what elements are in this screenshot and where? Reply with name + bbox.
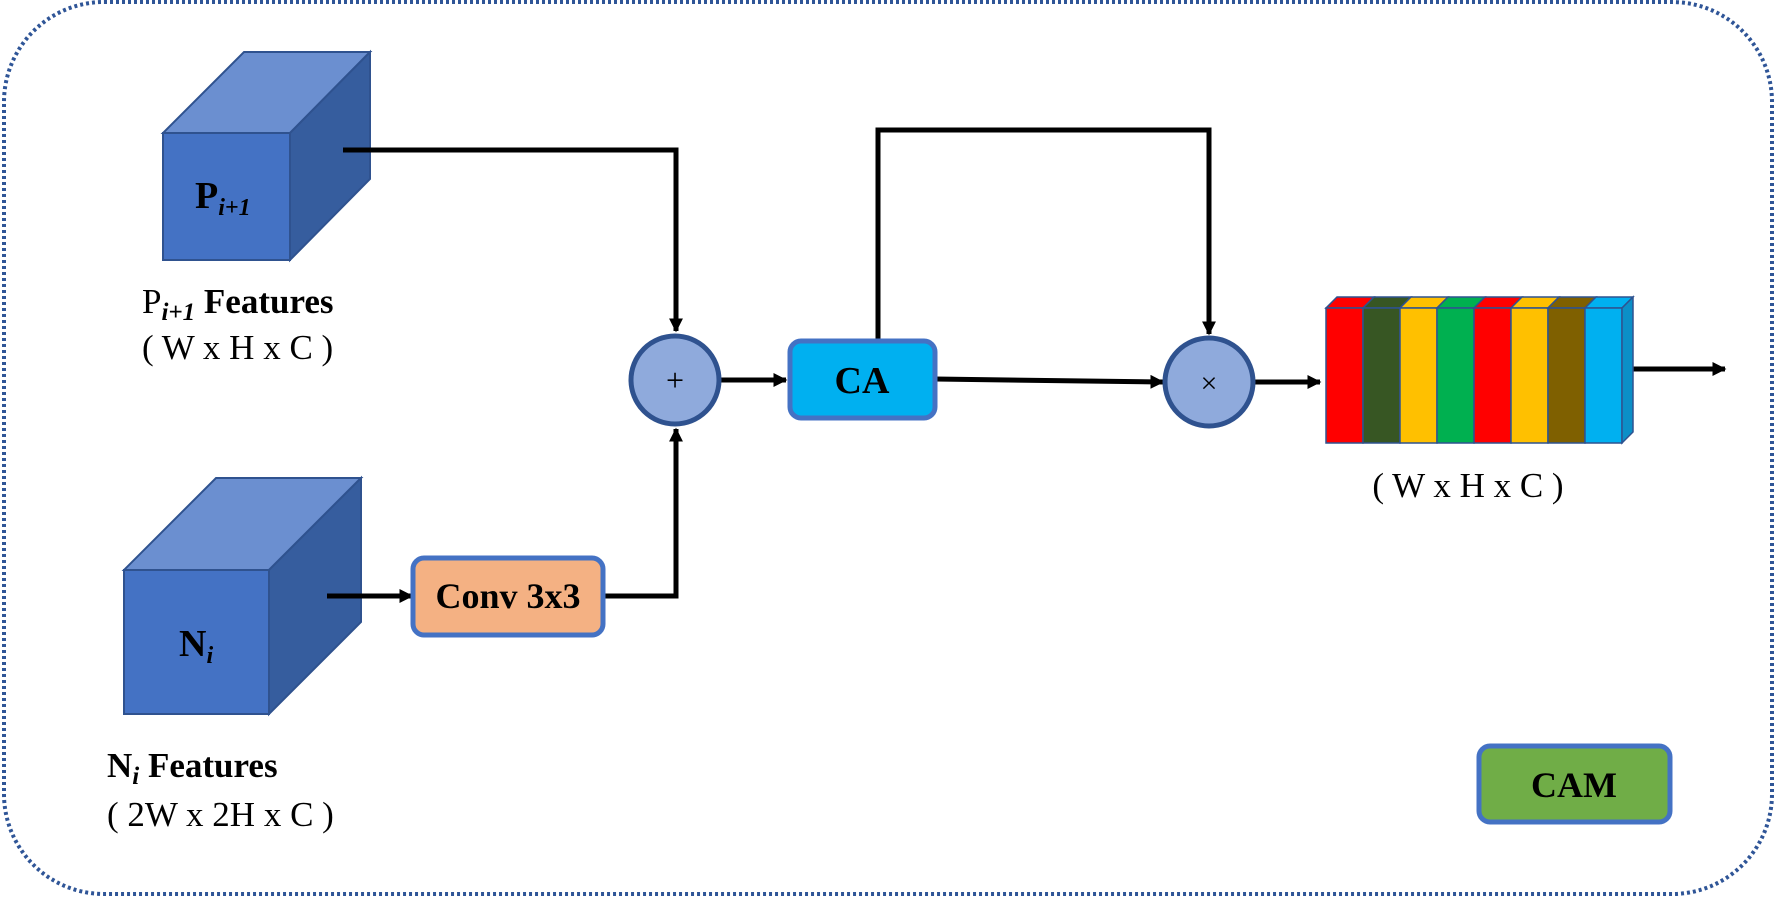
n-feature-cube: Ni xyxy=(121,475,364,717)
tensor-channel xyxy=(1362,307,1401,444)
n-cube-label: Ni xyxy=(179,623,213,669)
cam-module-badge: CAM xyxy=(1476,743,1673,825)
cam-module-label: CAM xyxy=(1531,765,1617,805)
conv-3x3-block: Conv 3x3 xyxy=(410,555,606,638)
tensor-channel xyxy=(1584,307,1623,444)
arrow-conv-to-add xyxy=(603,427,683,599)
arrow-p-to-add xyxy=(343,147,683,333)
p-feature-dims: ( W x H x C ) xyxy=(142,328,333,367)
add-symbol: + xyxy=(666,362,684,398)
p-feature-caption: Pi+1 Features xyxy=(142,282,334,326)
n-feature-caption: Ni Features xyxy=(107,746,278,790)
tensor-channel xyxy=(1473,307,1512,444)
tensor-channel xyxy=(1547,307,1586,444)
tensor-channel xyxy=(1399,307,1438,444)
tensor-channel xyxy=(1325,307,1364,444)
conv-3x3-label: Conv 3x3 xyxy=(435,576,580,616)
multiply-node: × xyxy=(1162,335,1256,429)
p-feature-cube: Pi+1 xyxy=(160,49,373,263)
add-node: + xyxy=(628,333,722,427)
n-feature-dims: ( 2W x 2H x C ) xyxy=(107,795,334,834)
ca-label: CA xyxy=(835,360,890,402)
tensor-channel xyxy=(1510,307,1549,444)
output-dims: ( W x H x C ) xyxy=(1372,466,1563,505)
tensor-side-face xyxy=(1621,295,1634,445)
tensor-channel xyxy=(1436,307,1475,444)
p-cube-label: Pi+1 xyxy=(195,175,251,221)
connectors xyxy=(327,127,1727,603)
arrow-skip-to-mul xyxy=(875,127,1216,341)
arrow-ca-to-mul xyxy=(934,374,1165,389)
output-feature-tensor xyxy=(1324,295,1635,445)
multiply-symbol: × xyxy=(1201,367,1218,400)
ca-block: CA xyxy=(787,338,938,421)
